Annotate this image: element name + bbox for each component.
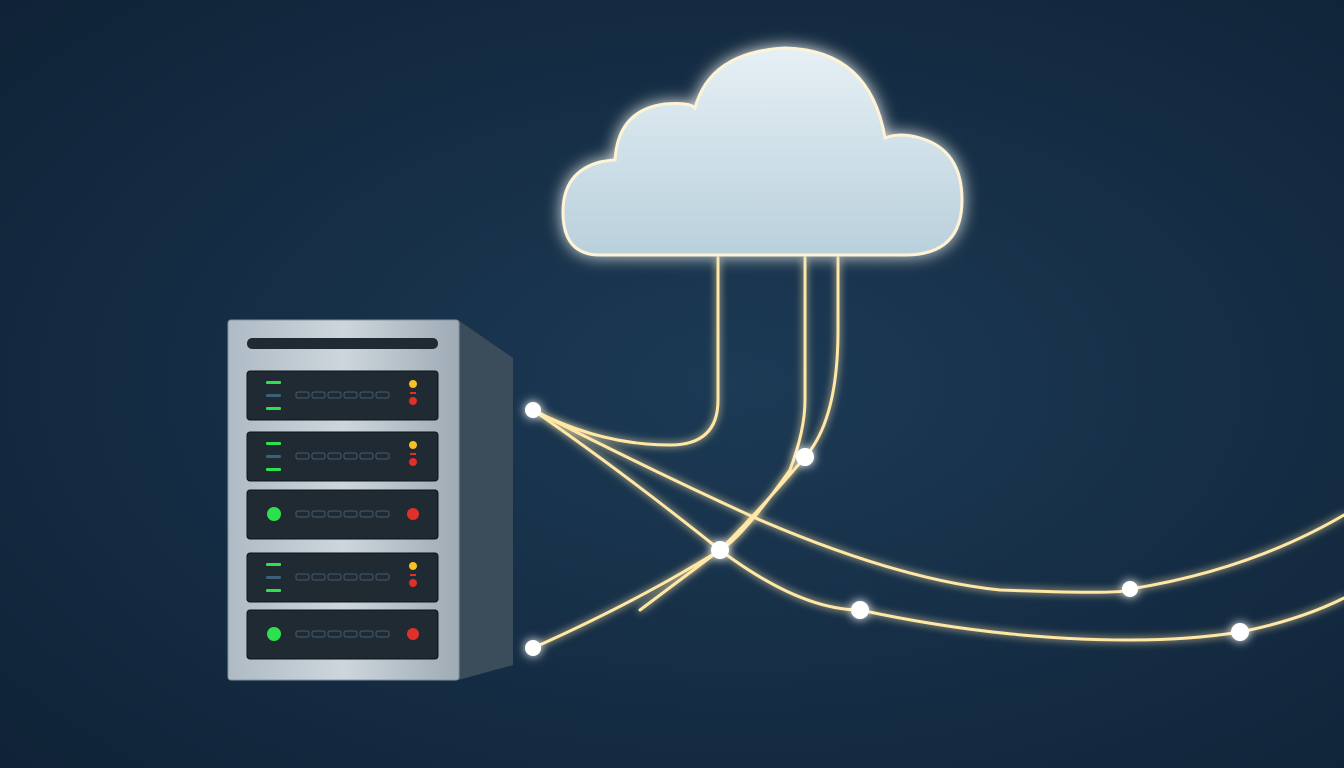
cable-node <box>1231 623 1249 641</box>
cable-node <box>851 601 869 619</box>
status-led <box>410 453 416 455</box>
drive-slot <box>295 510 310 518</box>
status-led <box>409 380 417 388</box>
drive-slot <box>359 573 374 581</box>
activity-led-bar <box>266 563 281 566</box>
power-led <box>267 507 281 521</box>
drive-slot <box>327 452 342 460</box>
server-unit-panel <box>246 370 439 421</box>
drive-slot <box>327 510 342 518</box>
activity-led-bar <box>266 407 281 410</box>
drive-slot <box>311 510 326 518</box>
server-unit <box>246 552 439 603</box>
drive-slot <box>359 452 374 460</box>
drive-slot <box>295 630 310 638</box>
server-unit <box>246 609 439 660</box>
drive-slot <box>311 630 326 638</box>
activity-led-bar <box>266 455 281 458</box>
activity-led-bar <box>266 576 281 579</box>
server-unit-panel <box>246 431 439 482</box>
server-unit <box>246 431 439 482</box>
cable-server-right-upper <box>531 408 1344 594</box>
drive-slot <box>359 630 374 638</box>
status-led <box>409 562 417 570</box>
cable-node <box>1122 581 1138 597</box>
activity-led-bar <box>266 381 281 384</box>
activity-led-bar <box>266 442 281 445</box>
drive-slot <box>327 573 342 581</box>
drive-slot <box>311 391 326 399</box>
cable-cloud-inner <box>638 256 840 612</box>
server-rack-icon <box>227 319 513 681</box>
status-led <box>409 458 417 466</box>
server-units <box>246 370 439 660</box>
server-vent <box>247 338 438 349</box>
cable-node <box>796 448 814 466</box>
drive-slot <box>375 452 390 460</box>
power-led <box>267 627 281 641</box>
drive-slot <box>343 630 358 638</box>
drive-slot <box>295 391 310 399</box>
cloud-shape <box>561 46 964 257</box>
server-unit-panel <box>246 489 439 540</box>
drive-slot <box>375 510 390 518</box>
server-unit <box>246 489 439 540</box>
cable-node <box>525 402 541 418</box>
status-led <box>409 579 417 587</box>
drive-slot <box>375 391 390 399</box>
drive-slot <box>295 573 310 581</box>
status-led <box>407 508 419 520</box>
drive-slot <box>375 573 390 581</box>
cable-nodes <box>525 402 1249 656</box>
status-led <box>409 441 417 449</box>
drive-slot <box>375 630 390 638</box>
activity-led-bar <box>266 589 281 592</box>
drive-slot <box>295 452 310 460</box>
status-led <box>407 628 419 640</box>
drive-slot <box>343 510 358 518</box>
drive-slot <box>311 573 326 581</box>
server-side <box>458 320 513 680</box>
server-unit-panel <box>246 609 439 660</box>
activity-led-bar <box>266 468 281 471</box>
drive-slot <box>311 452 326 460</box>
status-led <box>410 392 416 394</box>
cable-cloud-to-server-top <box>531 256 720 447</box>
drive-slot <box>359 510 374 518</box>
drive-slot <box>343 452 358 460</box>
drive-slot <box>327 391 342 399</box>
status-led <box>410 574 416 576</box>
status-led <box>409 397 417 405</box>
drive-slot <box>343 391 358 399</box>
drive-slot <box>327 630 342 638</box>
drive-slot <box>359 391 374 399</box>
drive-slot <box>343 573 358 581</box>
cloud-icon <box>561 46 964 257</box>
cable-cloud-to-server-bottom <box>531 256 807 650</box>
activity-led-bar <box>266 394 281 397</box>
server-unit-panel <box>246 552 439 603</box>
cable-node <box>525 640 541 656</box>
server-unit <box>246 370 439 421</box>
cable-node <box>711 541 729 559</box>
